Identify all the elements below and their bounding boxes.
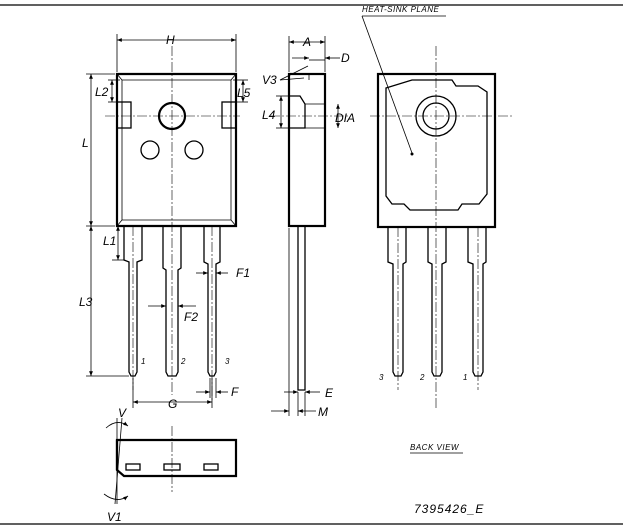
dimension-l3: L3 <box>79 226 129 377</box>
frame-border <box>0 4 623 525</box>
side-view-body <box>287 72 327 228</box>
dimension-f1: F1 <box>196 266 250 280</box>
front-view-body <box>115 72 238 228</box>
dim-label-h: H <box>166 33 175 47</box>
back-view-caption: BACK VIEW <box>410 443 463 454</box>
dimension-a: A <box>288 35 326 72</box>
back-pin-3-label: 3 <box>379 373 384 382</box>
front-view-leads <box>123 226 221 400</box>
dimension-l4: L4 <box>262 95 289 129</box>
dimension-f: F <box>196 378 239 399</box>
front-view-ejector-marks <box>140 140 204 160</box>
back-pin-1-label: 1 <box>463 373 467 382</box>
drawing-code: 7395426_E <box>414 502 484 516</box>
side-view: A D V3 L4 DIA <box>262 35 355 419</box>
dim-label-a: A <box>302 35 311 49</box>
dim-label-f2: F2 <box>184 310 198 324</box>
dimension-v: V <box>105 406 129 505</box>
dimension-dia: DIA <box>335 104 355 128</box>
bottom-view: V V1 <box>103 406 238 524</box>
dimension-g: G <box>132 378 213 411</box>
back-view: HEAT-SINK PLANE 3 2 1 BACK VIEW <box>361 5 514 454</box>
front-pin-2-label: 2 <box>180 357 186 366</box>
dim-label-v: V <box>118 406 127 420</box>
dim-label-f: F <box>231 385 239 399</box>
dim-label-v3: V3 <box>262 73 277 87</box>
dimension-l1: L1 <box>103 226 124 261</box>
front-view: 1 2 3 H L2 L5 L <box>79 33 251 411</box>
side-view-lead <box>297 226 306 391</box>
dim-label-d: D <box>341 51 350 65</box>
dimension-v1: V1 <box>103 493 129 524</box>
dim-label-v1: V1 <box>107 510 122 524</box>
dim-label-l5: L5 <box>237 86 251 100</box>
dimension-l5: L5 <box>233 79 251 103</box>
dimension-l2: L2 <box>95 79 120 103</box>
front-view-notches <box>116 101 237 129</box>
dimension-d: D <box>292 51 350 65</box>
dim-label-l1: L1 <box>103 234 116 248</box>
front-pin-3-label: 3 <box>225 357 230 366</box>
back-pin-2-label: 2 <box>419 373 425 382</box>
dimension-f2: F2 <box>148 282 198 324</box>
dimension-v3: V3 <box>262 65 309 87</box>
back-view-leads <box>387 227 487 390</box>
back-view-pin-numbers: 3 2 1 <box>379 373 467 382</box>
dimension-h: H <box>116 33 237 72</box>
dim-label-e: E <box>325 386 334 400</box>
dimension-m: M <box>271 228 328 419</box>
dim-label-g: G <box>168 397 177 411</box>
dim-label-m: M <box>318 405 328 419</box>
front-pin-1-label: 1 <box>141 357 145 366</box>
back-view-label: BACK VIEW <box>410 443 460 452</box>
dim-label-l: L <box>82 136 89 150</box>
back-view-body <box>376 72 497 229</box>
heat-sink-plane-label: HEAT-SINK PLANE <box>362 5 439 14</box>
dim-label-l4: L4 <box>262 108 276 122</box>
front-view-pin-numbers: 1 2 3 <box>141 357 230 366</box>
dim-label-l3: L3 <box>79 295 93 309</box>
heat-sink-plane-callout: HEAT-SINK PLANE <box>361 5 446 156</box>
dim-label-dia: DIA <box>335 111 355 125</box>
dim-label-f1: F1 <box>236 266 250 280</box>
dim-label-l2: L2 <box>95 85 109 99</box>
